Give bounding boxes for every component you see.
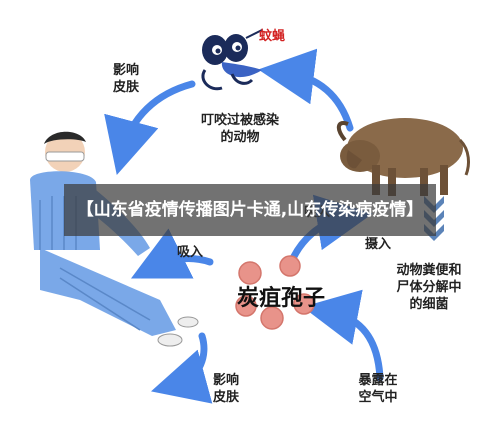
arrow-bottom-left bbox=[150, 332, 213, 404]
arrow-bottom-right bbox=[302, 289, 384, 382]
label-exposed-air: 暴露在 空气中 bbox=[358, 373, 398, 405]
banner-title: 【山东省疫情传播图片卡通,山东传染病疫情】 bbox=[76, 200, 424, 220]
anthrax-spores bbox=[235, 255, 315, 330]
label-mosquito: 蚊蝇 bbox=[258, 29, 285, 44]
overlay-banner bbox=[64, 184, 436, 236]
label-affect-skin-top: 影响 皮肤 bbox=[112, 63, 139, 95]
arrow-animal-to-mosquito bbox=[258, 48, 354, 132]
patient-icon bbox=[30, 131, 199, 347]
label-anthrax-spores: 炭疽孢子 bbox=[236, 286, 325, 311]
mosquito-icon bbox=[201, 29, 263, 91]
label-ingest: 摄入 bbox=[364, 237, 391, 252]
label-inhale-left: 吸入 bbox=[176, 245, 203, 260]
arrow-spores-to-patient bbox=[130, 228, 214, 279]
cow-icon bbox=[336, 118, 470, 196]
spore bbox=[293, 293, 315, 315]
spore bbox=[235, 295, 257, 317]
label-carcass: 动物粪便和 尸体分解中 的细菌 bbox=[396, 263, 462, 312]
spore bbox=[279, 255, 301, 277]
label-bite-infected: 叮咬过被感染 的动物 bbox=[200, 113, 279, 145]
spore bbox=[260, 306, 284, 330]
arrow-mosquito-to-patient bbox=[104, 80, 196, 176]
spore bbox=[238, 261, 262, 285]
label-affect-skin-bottom: 影响 皮肤 bbox=[212, 373, 239, 405]
